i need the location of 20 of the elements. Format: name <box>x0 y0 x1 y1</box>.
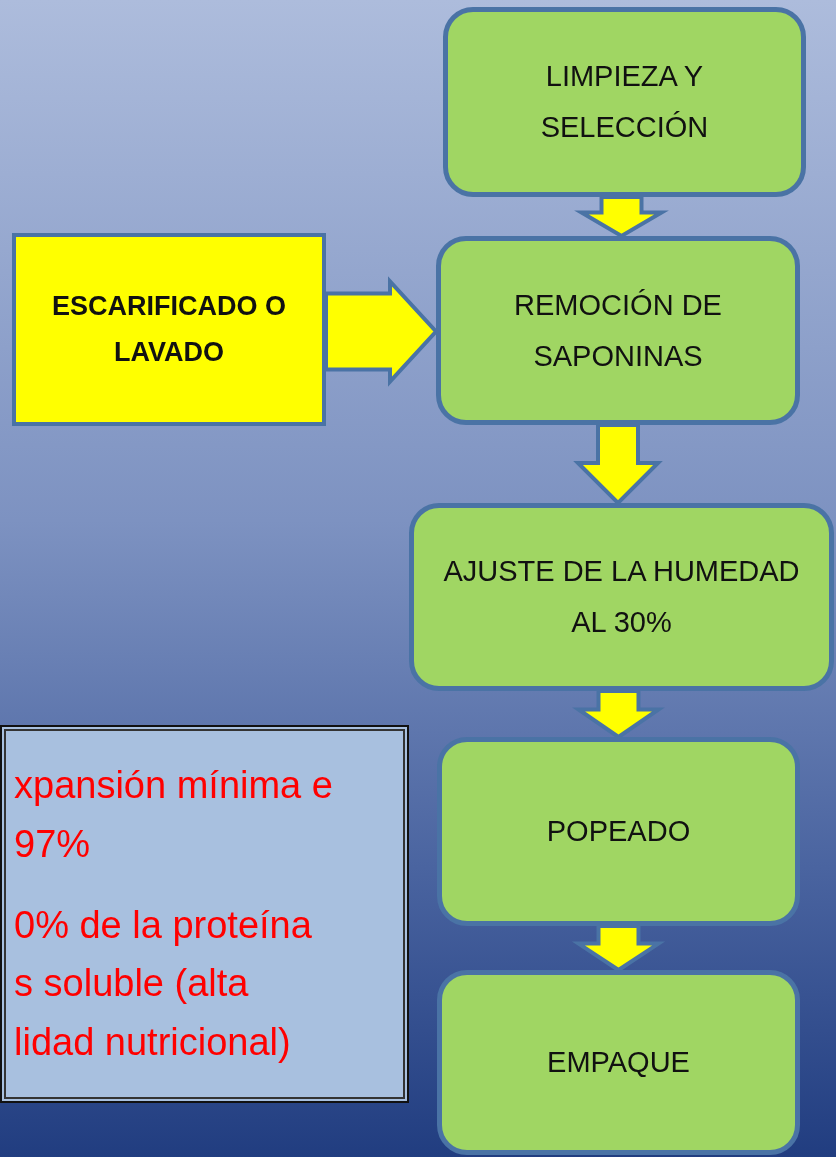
step-label: POPEADO <box>546 814 691 850</box>
step-label: EMPAQUE <box>547 1045 690 1081</box>
process-box <box>437 970 800 1155</box>
process-box <box>409 503 834 691</box>
block-arrow <box>573 423 663 506</box>
input-box <box>12 233 326 426</box>
block-arrow <box>574 195 669 239</box>
block-arrow <box>572 689 665 740</box>
step-label: ESCARIFICADO O LAVADO <box>51 289 287 369</box>
step-label: AJUSTE DE LA HUMEDAD AL 30% <box>442 554 801 640</box>
process-box <box>437 737 800 926</box>
process-box <box>443 7 806 197</box>
process-box <box>436 236 800 425</box>
block-arrow <box>571 924 666 973</box>
note-text: 0% de la proteína s soluble (alta lidad nutricional) <box>14 902 313 1066</box>
note-text: xpansión mínima e 97% <box>14 762 334 867</box>
step-label: LIMPIEZA Y SELECCIÓN <box>539 59 710 145</box>
note-box <box>0 725 409 1103</box>
step-label: REMOCIÓN DE SAPONINAS <box>513 287 723 374</box>
block-arrow <box>324 276 439 387</box>
